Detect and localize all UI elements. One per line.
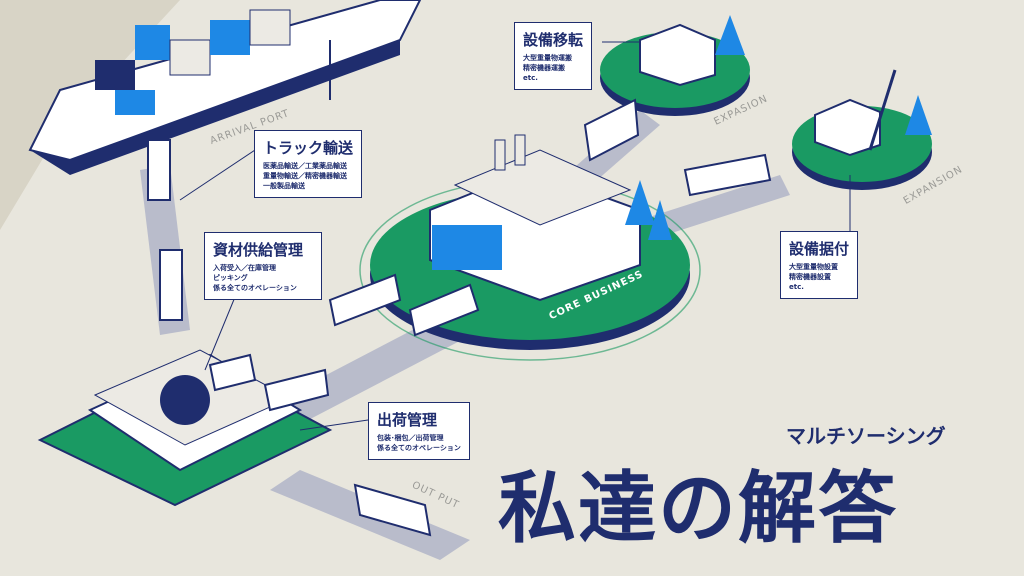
sea-texture: [0, 0, 180, 230]
expansion-site-1: [600, 15, 750, 116]
materials-box: 資材供給管理 入荷受入／在庫管理 ピッキング 係る全てのオペレーション: [204, 232, 322, 300]
callout-lines: [179, 41, 851, 431]
relocation-box: 設備移転 大型重量物運搬 精密機器運搬 etc.: [514, 22, 593, 90]
box-line: 係る全てのオペレーション: [213, 284, 297, 292]
box-line: etc.: [789, 283, 804, 291]
box-line: 精密機器設置: [789, 273, 831, 281]
box-title: 出荷管理: [377, 411, 438, 429]
box-title: トラック輸送: [263, 139, 354, 157]
box-line: 大型重量物運搬: [523, 54, 572, 62]
truck-transport-box: トラック輸送 医薬品輸送／工業薬品輸送 重量物輸送／精密機器輸送 一般製品輸送: [254, 130, 363, 198]
subtitle: マルチソーシング: [786, 424, 946, 448]
box-line: 重量物輸送／精密機器輸送: [263, 172, 347, 180]
box-title: 資材供給管理: [213, 241, 304, 259]
trucks: [147, 98, 772, 537]
box-line: ピッキング: [213, 274, 248, 282]
box-line: 係る全てのオペレーション: [377, 444, 461, 452]
box-title: 設備据付: [789, 240, 850, 258]
cargo-ship: [28, 0, 422, 175]
box-line: 入荷受入／在庫管理: [213, 264, 276, 272]
box-line: 医薬品輸送／工業薬品輸送: [263, 162, 347, 170]
core-business-site: [359, 134, 701, 361]
box-line: 精密機器運搬: [523, 64, 565, 72]
box-line: etc.: [523, 74, 538, 82]
box-line: 包装･梱包／出荷管理: [377, 434, 444, 442]
page-title: 私達の解答: [498, 464, 899, 554]
box-line: 大型重量物設置: [789, 263, 838, 271]
shipping-box: 出荷管理 包装･梱包／出荷管理 係る全てのオペレーション: [368, 402, 470, 460]
installation-box: 設備据付 大型重量物設置 精密機器設置 etc.: [780, 231, 858, 299]
box-title: 設備移転: [523, 31, 584, 49]
expansion-site-2: [792, 69, 932, 190]
box-line: 一般製品輸送: [263, 182, 305, 190]
